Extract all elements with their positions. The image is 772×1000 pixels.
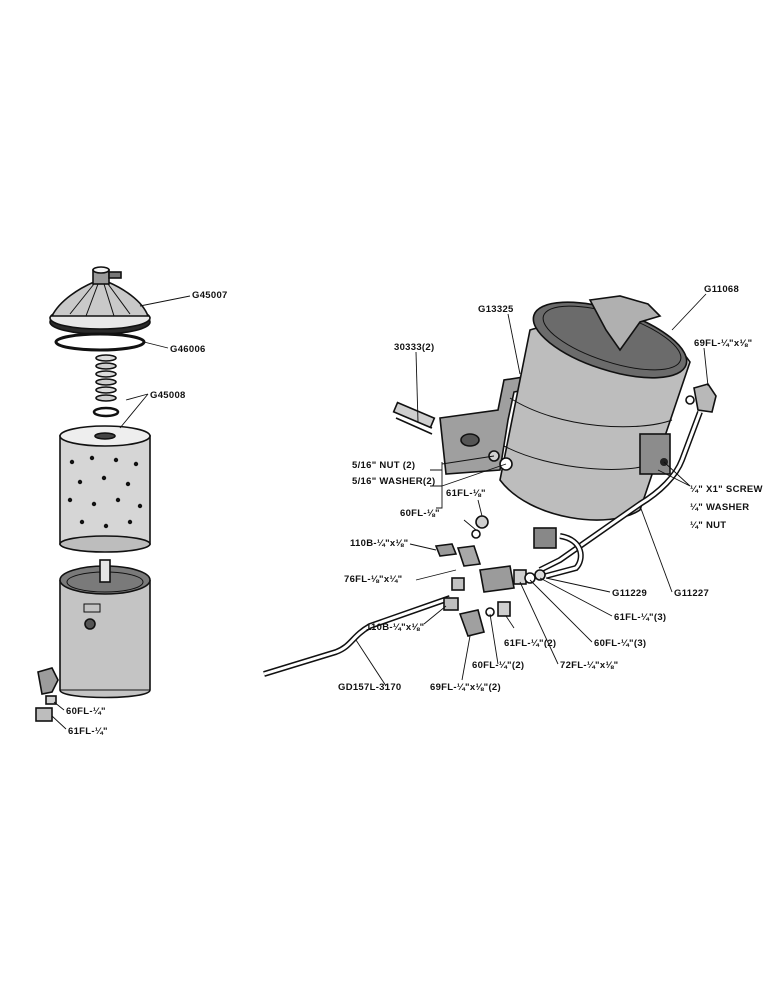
label-30333: 30333(2) [394, 342, 434, 353]
center-fitting-cluster [434, 515, 546, 637]
label-washer: ¼" WASHER [690, 502, 749, 513]
fitting-60fl-left [45, 695, 57, 705]
label-69fl-bottom: 69FL-¼"x⅛"(2) [430, 682, 501, 693]
label-nut: ¼" NUT [690, 520, 726, 531]
label-69fl-top: 69FL-¼"x⅛" [694, 338, 752, 349]
label-61fl-left: 61FL-¼" [68, 726, 108, 737]
label-nut-2: 5/16" NUT (2) [352, 460, 415, 471]
label-washer-2: 5/16" WASHER(2) [352, 476, 435, 487]
filter-housing [59, 559, 151, 699]
filter-element [59, 425, 151, 553]
leader-lines [51, 293, 709, 730]
label-76fl: 76FL-⅛"x¼" [344, 574, 402, 585]
label-g11227: G11227 [674, 588, 709, 599]
label-screw: ¼" X1" SCREW [690, 484, 763, 495]
top-elbow-69fl [693, 383, 717, 413]
part-labels: G45007 G46006 G45008 60FL-¼" 61FL-¼" G13… [66, 284, 763, 737]
label-g13325: G13325 [478, 304, 514, 315]
label-72fl: 72FL-¼"x⅛" [560, 660, 618, 671]
label-60fl-3: 60FL-¼"(3) [594, 638, 646, 649]
fitting-61fl-left [35, 707, 53, 722]
right-filter-assembly [263, 295, 717, 677]
left-filter-exploded-view [35, 266, 151, 722]
label-g11068: G11068 [704, 284, 739, 295]
label-61fl-2: 61FL-¼"(2) [504, 638, 556, 649]
label-60fl-left: 60FL-¼" [66, 706, 106, 717]
label-110b-top: 110B-¼"x⅛" [350, 538, 409, 549]
housing-elbow-fitting [37, 667, 59, 695]
mounted-filter-canister [499, 295, 691, 549]
label-61fl-mid: 61FL-⅛" [446, 488, 486, 499]
label-g45007: G45007 [192, 290, 228, 301]
label-g11229: G11229 [612, 588, 647, 599]
label-110b-bottom: 110B-¼"x⅛" [366, 622, 425, 633]
filter-spring [92, 354, 120, 418]
label-gd157l: GD157L-3170 [338, 682, 402, 693]
label-60fl-2: 60FL-¼"(2) [472, 660, 524, 671]
label-60fl-mid: 60FL-⅛" [400, 508, 440, 519]
filter-cover [49, 266, 151, 335]
label-g46006: G46006 [170, 344, 206, 355]
cover-gasket [54, 332, 146, 352]
label-g45008: G45008 [150, 390, 186, 401]
label-61fl-3: 61FL-¼"(3) [614, 612, 666, 623]
